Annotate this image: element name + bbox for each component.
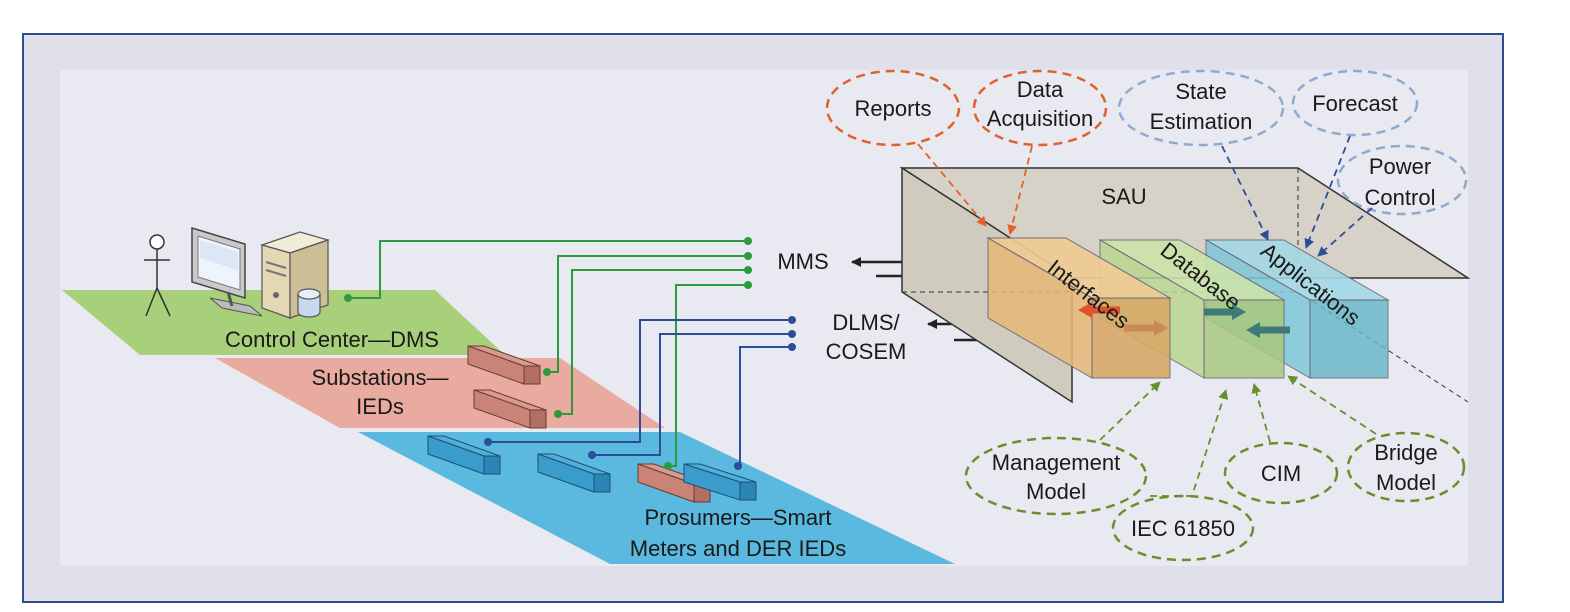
bridge-model-ellipse: [1346, 431, 1466, 503]
iec61850-arrow: [1150, 389, 1229, 497]
smart-meter-box-1: [427, 435, 501, 475]
forecast-ellipse: [1291, 69, 1419, 137]
cim-arrow: [1251, 383, 1271, 443]
prosumers-label-line1: Prosumers—Smart: [644, 505, 831, 530]
power-control-arrow: [1317, 207, 1373, 257]
power-control-ellipse: [1336, 144, 1468, 216]
dlms-label-line2: COSEM: [826, 339, 907, 364]
state-estimation-label-line1: State: [1175, 79, 1226, 104]
state-estimation-ellipse: [1117, 69, 1285, 147]
smart-meter-box-3: [683, 463, 757, 501]
control-center-label: Control Center—DMS: [225, 327, 439, 352]
substation-ied-box-2: [473, 389, 547, 429]
management-model-arrow: [1099, 381, 1161, 441]
bridge-model-arrow: [1287, 375, 1377, 435]
dlms-label-line1: DLMS/: [832, 310, 900, 335]
smart-meter-box-2: [537, 453, 611, 493]
cim-ellipse: [1223, 441, 1339, 505]
power-control-label-line1: Power: [1369, 154, 1431, 179]
mms-label: MMS: [777, 249, 828, 274]
interfaces-block: [986, 237, 1172, 379]
internal-exchange-arrows: [1078, 302, 1290, 338]
data-acquisition-arrow: [1007, 145, 1033, 235]
bridge-model-label-line1: Bridge: [1374, 440, 1438, 465]
control-center-plane: [62, 290, 505, 355]
server-icon: [259, 231, 331, 319]
substations-label-line1: Substations—: [312, 365, 449, 390]
forecast-arrow: [1304, 135, 1351, 249]
management-model-label-line1: Management: [992, 450, 1120, 475]
reports-label: Reports: [854, 96, 931, 121]
substations-plane: [215, 358, 665, 428]
substations-label-line2: IEDs: [356, 394, 404, 419]
management-model-label-line2: Model: [1026, 479, 1086, 504]
data-acquisition-ellipse: [972, 69, 1108, 147]
monitor-icon: [191, 226, 263, 317]
state-estimation-label-line2: Estimation: [1150, 109, 1253, 134]
operator-icon: [144, 234, 171, 317]
substation-ied-box-1: [467, 345, 541, 385]
prosumers-plane: [358, 432, 955, 564]
reports-ellipse: [825, 69, 961, 147]
sau-title: SAU: [1101, 184, 1146, 209]
prosumers-label-line2: Meters and DER IEDs: [630, 536, 846, 561]
iec61850-ellipse: [1111, 494, 1255, 562]
reports-arrow: [917, 143, 987, 227]
data-acquisition-label-line1: Data: [1017, 77, 1064, 102]
iec61850-label: IEC 61850: [1131, 516, 1235, 541]
state-estimation-arrow: [1221, 145, 1269, 241]
bridge-model-label-line2: Model: [1376, 470, 1436, 495]
data-acquisition-label-line2: Acquisition: [987, 106, 1093, 131]
mms-wire-terminals: [344, 237, 752, 470]
dlms-wire-terminals: [484, 316, 796, 470]
management-model-ellipse: [964, 436, 1148, 516]
cim-label: CIM: [1261, 461, 1301, 486]
forecast-label: Forecast: [1312, 91, 1398, 116]
database-cylinder-icon: [297, 288, 321, 318]
power-control-label-line2: Control: [1365, 185, 1436, 210]
